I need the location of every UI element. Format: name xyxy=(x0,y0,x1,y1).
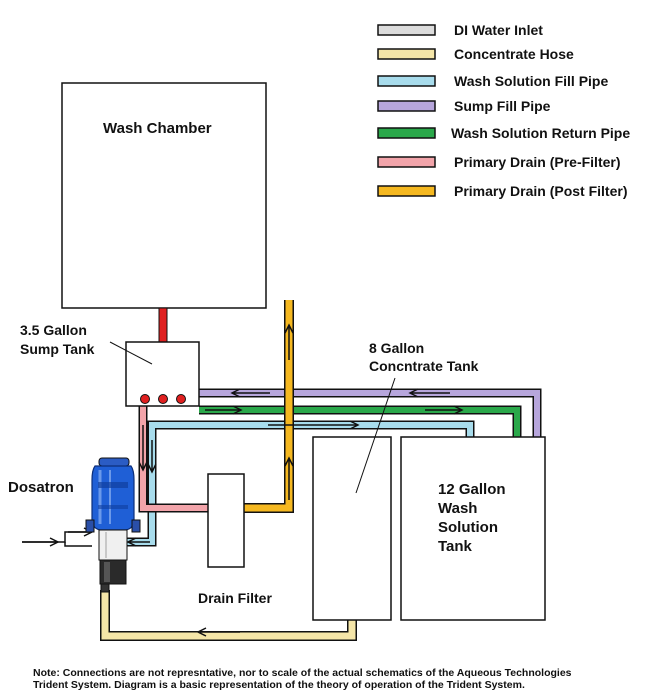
arrow-right-icon xyxy=(268,420,360,430)
legend-label-sump-fill: Sump Fill Pipe xyxy=(454,98,551,114)
legend-label-wash-return: Wash Solution Return Pipe xyxy=(451,125,630,141)
chamber-drain-pipe xyxy=(158,307,168,343)
legend-label-wash-fill: Wash Solution Fill Pipe xyxy=(454,73,608,89)
footnote-line1: Note: Connections are not represntative,… xyxy=(33,667,572,679)
legend-swatch-wash-return xyxy=(377,127,436,139)
arrow-left-icon xyxy=(408,388,450,398)
legend-swatch-di-water xyxy=(377,24,436,36)
arrow-down-icon xyxy=(147,440,157,474)
wash-solution-tank xyxy=(400,436,546,621)
sump-fill-pipe xyxy=(199,388,542,437)
wash-chamber-label: Wash Chamber xyxy=(103,120,212,137)
arrow-up-icon xyxy=(284,323,294,360)
legend: DI Water Inlet Concentrate Hose Wash Sol… xyxy=(377,22,630,199)
drain-post-filter-pipe xyxy=(244,300,294,513)
wash-tank-label-line4: Tank xyxy=(438,538,473,555)
di-water-inlet xyxy=(22,531,92,543)
legend-swatch-concentrate-hose xyxy=(377,48,436,60)
legend-label-concentrate-hose: Concentrate Hose xyxy=(454,46,574,62)
arrow-left-icon xyxy=(126,537,150,547)
arrow-left-icon xyxy=(230,388,270,398)
footnote-line2: Trident System. Diagram is a basic repre… xyxy=(33,679,525,691)
concentrate-tank-label-line1: 8 Gallon xyxy=(369,340,424,356)
legend-swatch-drain-pre xyxy=(377,156,436,168)
dosatron xyxy=(85,457,141,593)
di-water-inlet-lower xyxy=(64,542,92,547)
sump-tank xyxy=(125,341,200,407)
footnote: Note: Connections are not represntative,… xyxy=(33,667,658,691)
wash-chamber xyxy=(61,82,267,309)
arrow-right-icon xyxy=(205,405,243,415)
legend-swatch-drain-post xyxy=(377,185,436,197)
legend-swatch-wash-fill xyxy=(377,75,436,87)
arrow-right-icon xyxy=(22,537,60,547)
sump-tank-label-line1: 3.5 Gallon xyxy=(20,322,87,338)
dosatron-label: Dosatron xyxy=(8,479,74,496)
flow-arrows xyxy=(22,323,464,637)
wash-tank-label-line1: 12 Gallon xyxy=(438,481,506,498)
drain-filter-label: Drain Filter xyxy=(198,590,272,606)
arrow-left-icon xyxy=(196,627,240,637)
sump-valve xyxy=(176,394,186,404)
concentrate-tank-label-line2: Concntrate Tank xyxy=(369,358,479,374)
sump-valve xyxy=(158,394,168,404)
sump-tank-label-line2: Sump Tank xyxy=(20,341,95,357)
legend-label-drain-post: Primary Drain (Post Filter) xyxy=(454,183,628,199)
arrow-right-icon xyxy=(425,405,464,415)
wash-tank-label-line2: Wash xyxy=(438,500,477,517)
concentrate-tank xyxy=(312,436,392,621)
sump-valve xyxy=(140,394,150,404)
legend-label-drain-pre: Primary Drain (Pre-Filter) xyxy=(454,154,621,170)
concentrate-tank-leader xyxy=(355,377,396,494)
sump-tank-leader xyxy=(109,341,153,365)
legend-label-di-water: DI Water Inlet xyxy=(454,22,543,38)
drain-filter xyxy=(207,473,245,568)
legend-swatch-sump-fill xyxy=(377,100,436,112)
wash-tank-label-line3: Solution xyxy=(438,519,498,536)
arrow-up-icon xyxy=(284,456,294,500)
arrow-down-icon xyxy=(138,425,148,472)
